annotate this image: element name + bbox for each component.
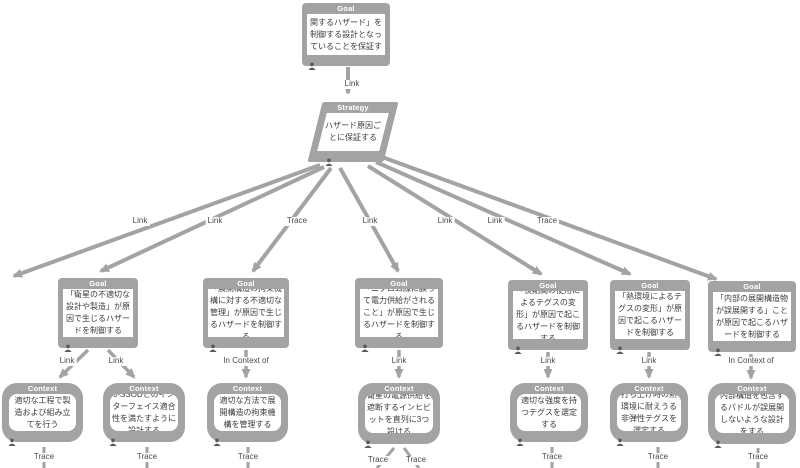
edge-label-link[interactable]: Link: [106, 356, 126, 366]
context-node-3[interactable]: Context 適切な方法で展開構造の拘束機構を管理する: [207, 383, 288, 446]
node-type-label: Goal: [337, 4, 355, 13]
goal-node-4[interactable]: Goal 「長期間の使用によるテグスの変形」が原因で起こるハザードを制御する: [508, 280, 588, 354]
goal-node-3[interactable]: Goal 「ニクロム線に誤って電力供給がされること」が原因で生じるハザードを制御…: [355, 278, 443, 352]
edge-label-in-context-of[interactable]: In Context of: [221, 356, 271, 366]
node-type-label: Context: [737, 384, 767, 393]
person-icon: [109, 433, 117, 446]
node-text: 「ニクロム線に誤って電力供給がされること」が原因で生じるハザードを制御する: [360, 289, 438, 337]
edge-label-trace[interactable]: Trace: [235, 452, 261, 462]
node-type-label: Goal: [237, 279, 255, 288]
node-text: 「長期間の使用によるテグスの変形」が原因で起こるハザードを制御する: [513, 291, 583, 339]
context-node-2[interactable]: Context J-SSODとのインターフェイス適合性を満たすように設計する: [103, 383, 185, 446]
node-type-label: Goal: [390, 279, 408, 288]
context-node-4[interactable]: Context 衛星の電源供給を遮断するインヒビットを直列に3つ設ける: [358, 383, 440, 448]
edge-label-trace[interactable]: Trace: [284, 216, 310, 226]
context-node-7[interactable]: Context 内部構造を包含するパドルが誤展開しないような設計をする: [708, 383, 796, 448]
node-type-label: Context: [534, 384, 564, 393]
context-node-6[interactable]: Context 打ち上げ時の熱環境に耐えうる非弾性テグスを選定する: [610, 383, 688, 446]
person-icon: [209, 339, 217, 352]
node-text: 打ち上げ時の熱環境に耐えうる非弾性テグスを選定する: [617, 394, 681, 431]
person-icon: [8, 433, 16, 446]
goal-node-1[interactable]: Goal 「衛星の不適切な設計や製造」が原因で生じるハザードを制御する: [58, 278, 138, 352]
edge-label-trace[interactable]: Trace: [403, 455, 429, 465]
person-icon: [364, 435, 372, 448]
person-icon: [714, 435, 722, 448]
edge-label-trace[interactable]: Trace: [134, 452, 160, 462]
edge-label-link[interactable]: Link: [538, 356, 558, 366]
node-text: ハザード原因ごとに保証する: [325, 121, 381, 142]
context-node-1[interactable]: Context 適切な工程で製造および組み立てを行う: [2, 383, 83, 446]
node-type-label: Context: [384, 384, 414, 393]
node-text: 内部構造を包含するパドルが誤展開しないような設計をする: [715, 394, 789, 433]
goal-node-6[interactable]: Goal 「内部の展開構造物が誤展開する」ことが原因で起こるハザードを制御する: [708, 281, 796, 356]
node-text: 衛星の電源供給を遮断するインヒビットを直列に3つ設ける: [365, 394, 433, 433]
node-type-label: Goal: [539, 281, 557, 290]
node-text: 適切な方法で展開構造の拘束機構を管理する: [214, 394, 281, 431]
node-type-label: Context: [232, 384, 263, 393]
edge-label-in-context-of[interactable]: In Context of: [726, 356, 776, 366]
person-icon: [714, 343, 722, 356]
node-text: 「展開構造の拘束機構に対する不適切な管理」が原因で生じるハザードを制御する: [208, 289, 284, 337]
node-text: 「熱環境によるテグスの変形」が原因で起こるハザードを制御する: [615, 291, 685, 339]
edge-label-link[interactable]: Link: [389, 356, 409, 366]
edge-label-trace[interactable]: Trace: [534, 216, 560, 226]
goal-node-5[interactable]: Goal 「熱環境によるテグスの変形」が原因で起こるハザードを制御する: [610, 280, 690, 354]
person-icon: [64, 339, 72, 352]
edge-label-link[interactable]: Link: [57, 356, 77, 366]
edge-label-link[interactable]: Link: [205, 216, 225, 226]
node-text: 適切な強度を持つテグスを選定する: [517, 394, 581, 431]
node-type-label: Context: [129, 384, 159, 393]
edge-label-link[interactable]: Link: [485, 216, 505, 226]
person-icon: [616, 341, 624, 354]
node-text: 「内部の展開構造物が誤展開する」ことが原因で起こるハザードを制御する: [713, 292, 791, 341]
person-icon: [325, 153, 333, 166]
node-type-label: Strategy: [337, 103, 369, 112]
goal-node-2[interactable]: Goal 「展開構造の拘束機構に対する不適切な管理」が原因で生じるハザードを制御…: [203, 278, 289, 352]
node-text: 適切な工程で製造および組み立てを行う: [9, 394, 76, 431]
person-icon: [514, 341, 522, 354]
edge-label-trace[interactable]: Trace: [539, 452, 565, 462]
edge-label-trace[interactable]: Trace: [645, 452, 671, 462]
context-node-5[interactable]: Context 適切な強度を持つテグスを選定する: [510, 383, 588, 446]
node-type-label: Goal: [89, 279, 107, 288]
goal-node-top[interactable]: Goal 「展開物の誤展開に関するハザード」を制御する設計となっていることを保証…: [302, 3, 390, 70]
person-icon: [516, 433, 524, 446]
person-icon: [308, 57, 316, 70]
person-icon: [616, 433, 624, 446]
edge-label-trace[interactable]: Trace: [31, 452, 57, 462]
node-type-label: Context: [27, 384, 58, 393]
edge-label-link[interactable]: Link: [342, 79, 362, 89]
edge-label-link[interactable]: Link: [639, 356, 659, 366]
strategy-node[interactable]: Strategy ハザード原因ごとに保証する: [307, 102, 399, 166]
edge-label-link[interactable]: Link: [435, 216, 455, 226]
node-type-label: Context: [634, 384, 664, 393]
edge-label-trace[interactable]: Trace: [365, 455, 391, 465]
person-icon: [361, 339, 369, 352]
person-icon: [213, 433, 221, 446]
edge-label-link[interactable]: Link: [130, 216, 150, 226]
edge-label-trace[interactable]: Trace: [745, 452, 771, 462]
node-type-label: Goal: [641, 281, 659, 290]
node-text: J-SSODとのインターフェイス適合性を満たすように設計する: [110, 394, 178, 431]
node-text: 「衛星の不適切な設計や製造」が原因で生じるハザードを制御する: [63, 289, 133, 337]
node-type-label: Goal: [743, 282, 761, 291]
edge-label-link[interactable]: Link: [360, 216, 380, 226]
node-text: 「展開物の誤展開に関するハザード」を制御する設計となっていることを保証する: [307, 14, 385, 55]
